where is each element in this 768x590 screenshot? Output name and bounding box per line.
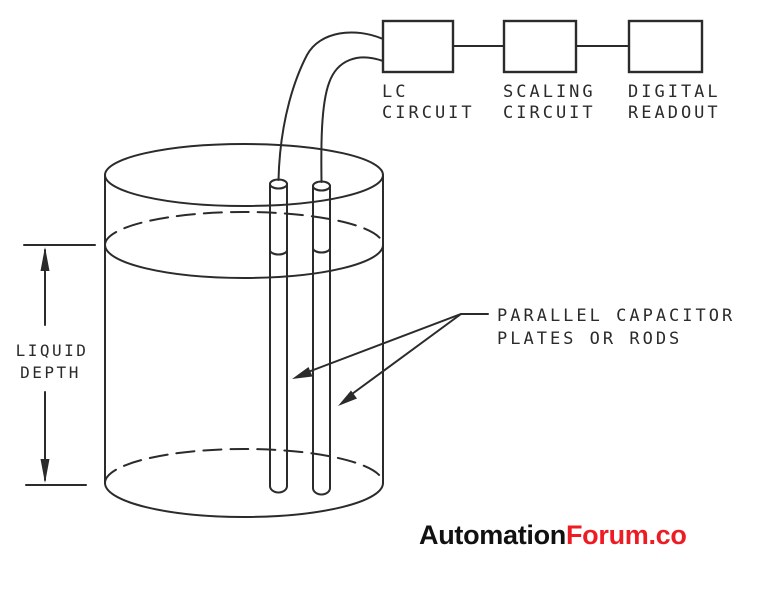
- leader-line-to-right-rod: [351, 313, 462, 395]
- wires: [277, 31, 384, 183]
- scaling-circuit-label-line2: CIRCUIT: [503, 103, 596, 123]
- scaling-circuit-box: [502, 19, 578, 74]
- leader-arrowhead-right-icon: [338, 390, 357, 406]
- digital-readout-box: [627, 19, 704, 74]
- right-rod-liquid-joint: [312, 247, 331, 254]
- capacitor-label-line1: PARALLEL CAPACITOR: [497, 306, 735, 326]
- left-rod-liquid-joint: [269, 249, 288, 256]
- watermark-automation-text: Automation: [419, 520, 566, 550]
- right-rod: [312, 180, 331, 496]
- lc-circuit-label-line2: CIRCUIT: [382, 103, 475, 123]
- digital-readout-label-line1: DIGITAL: [628, 82, 721, 102]
- leader-arrowhead-left-icon: [292, 367, 313, 379]
- left-rod-bottom-cap: [269, 485, 288, 494]
- capacitor-rods: [269, 178, 331, 496]
- right-rod-bottom-cap: [312, 487, 331, 496]
- arrowhead-up-icon: [40, 247, 50, 271]
- tank: [104, 143, 384, 518]
- wire-right-rod-to-lc: [320, 56, 384, 183]
- watermark: AutomationForum.co: [419, 520, 687, 551]
- liquid-depth-label-line2: DEPTH: [20, 363, 81, 382]
- left-rod: [269, 178, 288, 494]
- tank-bottom-back-arc-dashed: [104, 448, 384, 484]
- digital-readout-label-line2: READOUT: [628, 103, 721, 123]
- wire-left-rod-to-lc: [277, 31, 384, 181]
- capacitor-label-line2: PLATES OR RODS: [497, 329, 682, 349]
- watermark-forum-text: Forum.co: [565, 520, 687, 550]
- scaling-circuit-label-line1: SCALING: [503, 82, 596, 102]
- capacitor-callout: PARALLEL CAPACITOR PLATES OR RODS: [292, 306, 735, 406]
- lc-circuit-box: [381, 19, 455, 74]
- liquid-surface-front-arc: [104, 244, 384, 279]
- liquid-depth-dimension: LIQUID DEPTH: [16, 244, 96, 486]
- tank-bottom-front-arc: [104, 482, 384, 518]
- leader-line-to-left-rod: [307, 313, 489, 373]
- lc-circuit-label-line1: LC: [382, 82, 408, 102]
- liquid-depth-label-line1: LIQUID: [16, 341, 89, 360]
- tank-top-rim: [104, 143, 384, 207]
- arrowhead-down-icon: [40, 459, 50, 483]
- signal-chain: LC CIRCUIT SCALING CIRCUIT DIGITAL READO…: [381, 19, 721, 123]
- liquid-surface-back-arc-dashed: [104, 211, 384, 246]
